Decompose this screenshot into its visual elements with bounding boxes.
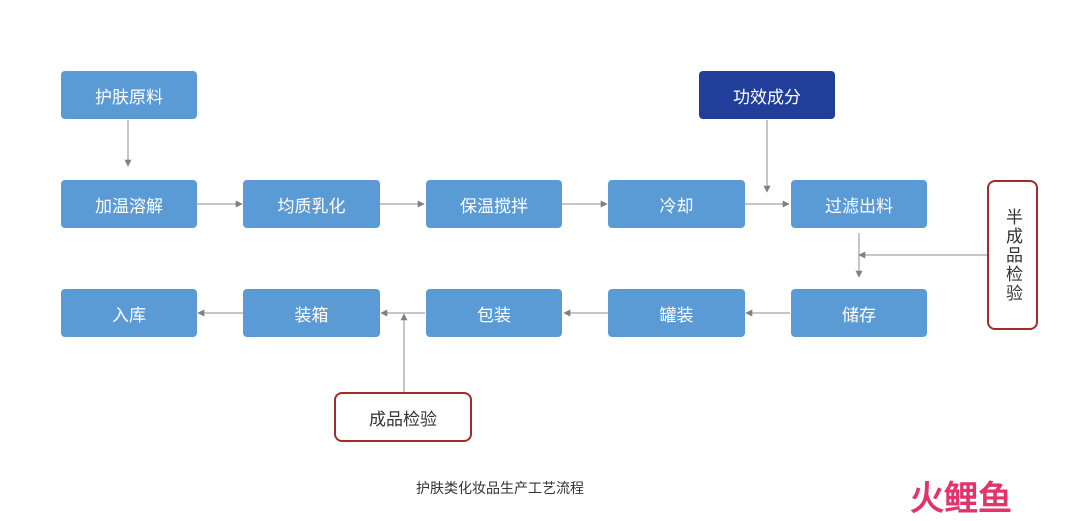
node-storage: 储存 xyxy=(791,289,927,337)
node-homogenize: 均质乳化 xyxy=(243,180,380,228)
node-warehouse: 入库 xyxy=(61,289,197,337)
node-active-ingredient: 功效成分 xyxy=(699,71,835,119)
node-filter: 过滤出料 xyxy=(791,180,927,228)
diagram-caption: 护肤类化妆品生产工艺流程 xyxy=(416,481,584,497)
brand-logo: 火鲤鱼 xyxy=(910,479,1012,518)
node-raw-material: 护肤原料 xyxy=(61,71,197,119)
node-semi-finished-check: 半成品检验 xyxy=(987,180,1038,330)
node-canning: 罐装 xyxy=(608,289,745,337)
node-stir: 保温搅拌 xyxy=(426,180,562,228)
node-cool: 冷却 xyxy=(608,180,745,228)
brand-logo-text: 火鲤鱼 xyxy=(910,479,1012,518)
node-final-check: 成品检验 xyxy=(334,392,472,442)
node-boxing: 装箱 xyxy=(243,289,380,337)
node-packaging: 包装 xyxy=(426,289,562,337)
node-heat-dissolve: 加温溶解 xyxy=(61,180,197,228)
